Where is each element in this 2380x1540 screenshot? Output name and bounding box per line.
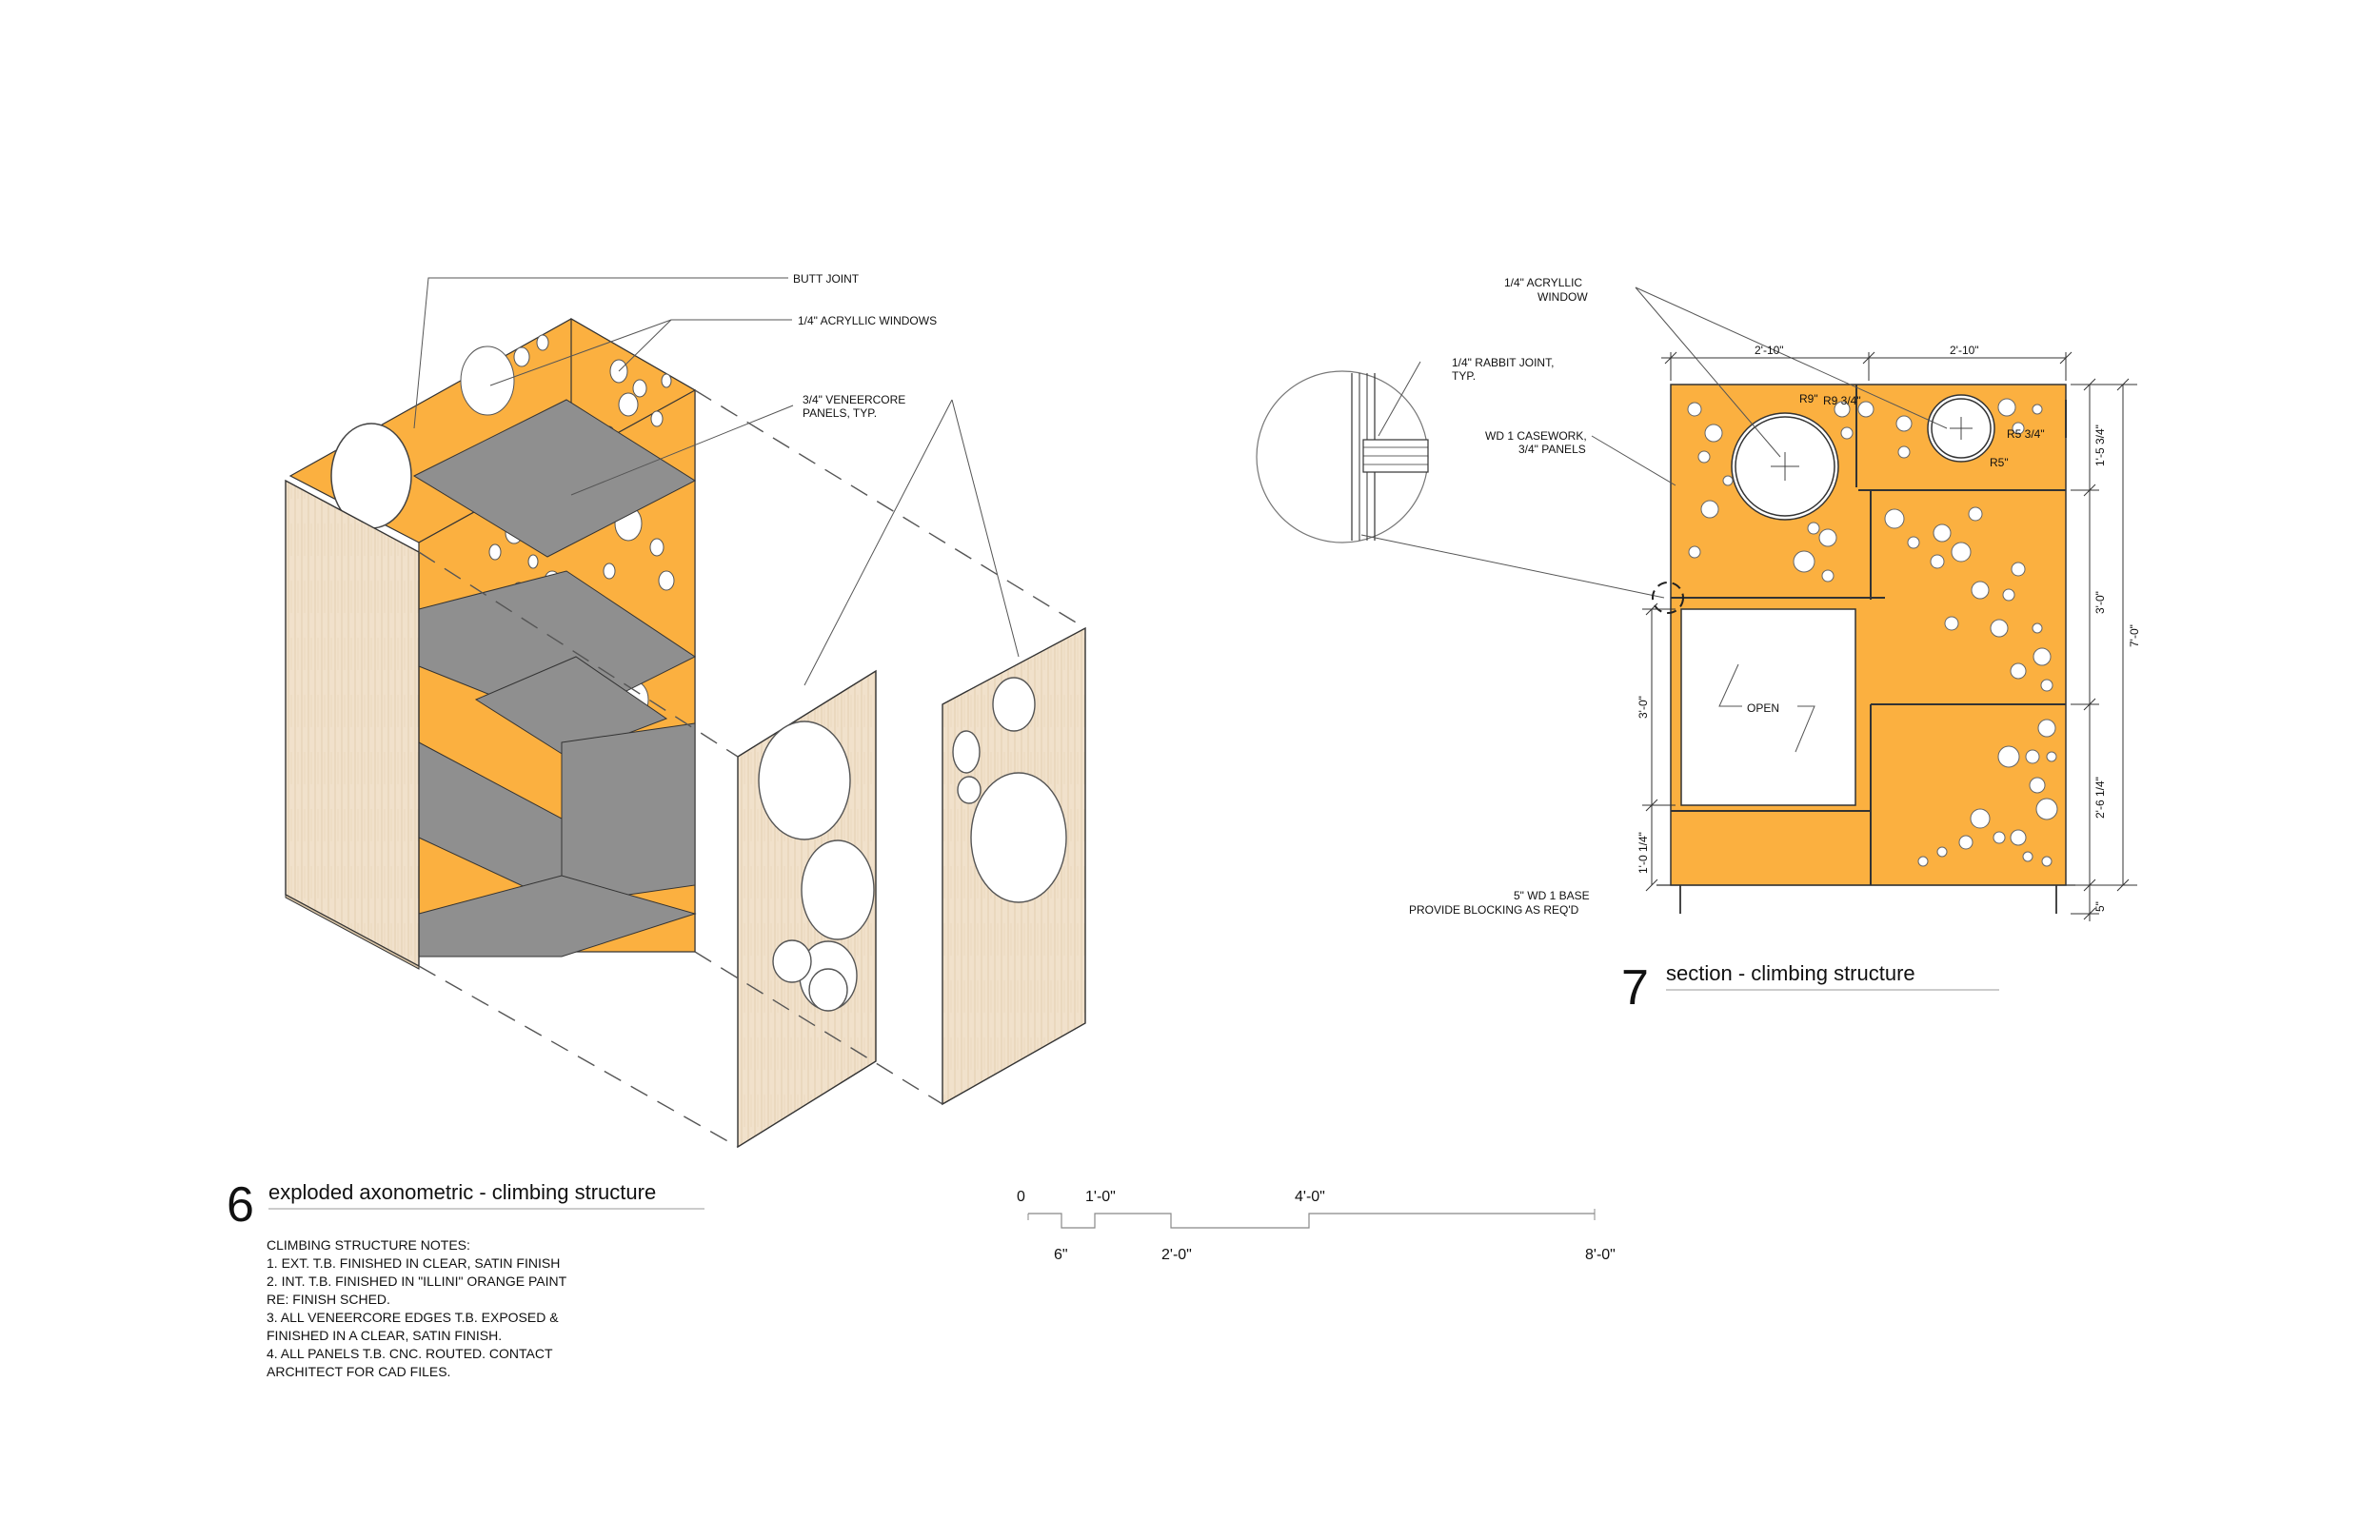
label-veneercore-1: 3/4" VENEERCORE xyxy=(803,393,905,406)
section-dims-right xyxy=(2071,378,2137,921)
scale-label-6in: 6" xyxy=(1054,1247,1068,1263)
dim-overall: 7'-0" xyxy=(2128,624,2141,647)
note-line: 3. ALL VENEERCORE EDGES T.B. EXPOSED & xyxy=(267,1310,559,1325)
note-line: 4. ALL PANELS T.B. CNC. ROUTED. CONTACT xyxy=(267,1346,553,1361)
label-casework-2: 3/4" PANELS xyxy=(1518,443,1586,456)
axo-annotations: BUTT JOINT 1/4" ACRYLLIC WINDOWS 3/4" VE… xyxy=(793,272,937,420)
rabbit-joint-detail xyxy=(1256,361,1665,599)
section-drawing: OPEN xyxy=(1256,286,2141,921)
note-line: RE: FINISH SCHED. xyxy=(267,1292,390,1307)
label-butt-joint: BUTT JOINT xyxy=(793,272,860,286)
top-shelf xyxy=(412,399,697,558)
drawing-number-7: 7 xyxy=(1621,960,1649,1016)
dim-right-4: 5" xyxy=(2093,901,2107,912)
label-rabbit-joint-2: TYP. xyxy=(1452,369,1476,383)
scale-label-0: 0 xyxy=(1017,1189,1025,1205)
section-title: section - climbing structure xyxy=(1666,961,1915,985)
axonometric-drawing xyxy=(285,277,1086,1149)
bottom-cubby-right xyxy=(561,722,696,905)
dim-left-open: 3'-0" xyxy=(1636,696,1650,719)
axo-title: exploded axonometric - climbing structur… xyxy=(268,1180,656,1204)
climbing-structure-notes: CLIMBING STRUCTURE NOTES: 1. EXT. T.B. F… xyxy=(267,1237,567,1379)
label-r5: R5" xyxy=(1990,456,2009,469)
scale-label-2ft: 2'-0" xyxy=(1161,1247,1192,1263)
note-line: 1. EXT. T.B. FINISHED IN CLEAR, SATIN FI… xyxy=(267,1255,560,1271)
side-panel xyxy=(285,479,420,968)
label-r9: R9" xyxy=(1799,392,1818,405)
back-wall-holes xyxy=(460,334,675,720)
label-veneercore-2: PANELS, TYP. xyxy=(803,406,877,420)
label-casework-1: WD 1 CASEWORK, xyxy=(1485,429,1587,443)
note-line: FINISHED IN A CLEAR, SATIN FINISH. xyxy=(267,1328,502,1343)
dim-left-low: 1'-0 1/4" xyxy=(1636,832,1650,874)
lower-shelf xyxy=(474,656,668,758)
section-dims-top xyxy=(1661,351,2073,381)
label-base-1: 5" WD 1 BASE xyxy=(1514,889,1590,902)
dim-right-2: 3'-0" xyxy=(2093,591,2107,614)
notes-heading: CLIMBING STRUCTURE NOTES: xyxy=(267,1237,470,1253)
dim-right-1: 1'-5 3/4" xyxy=(2093,424,2107,466)
graphic-scale-bar: 0 1'-0" 4'-0" 6" 2'-0" 8'-0" xyxy=(1017,1189,1616,1263)
label-r9-34: R9 3/4" xyxy=(1823,394,1861,407)
section-dims-left xyxy=(1642,602,1676,892)
scale-label-8ft: 8'-0" xyxy=(1585,1247,1616,1263)
dim-right-3: 2'-6 1/4" xyxy=(2093,777,2107,819)
drawing-number-6: 6 xyxy=(227,1177,254,1233)
section-holes xyxy=(1687,398,2058,867)
label-acrylic-window-1: 1/4" ACRYLLIC xyxy=(1504,276,1582,289)
dim-top-right: 2'-10" xyxy=(1950,344,1979,357)
scale-label-4ft: 4'-0" xyxy=(1295,1189,1325,1205)
label-r5-34: R5 3/4" xyxy=(2007,427,2045,441)
panel-1-holes xyxy=(758,721,875,1012)
label-acrylic-windows: 1/4" ACRYLLIC WINDOWS xyxy=(798,314,937,327)
axo-title-block: 6 exploded axonometric - climbing struct… xyxy=(227,1177,704,1233)
note-line: 2. INT. T.B. FINISHED IN "ILLINI" ORANGE… xyxy=(267,1273,567,1289)
label-rabbit-joint-1: 1/4" RABBIT JOINT, xyxy=(1452,356,1554,369)
open-cubby xyxy=(1680,608,1856,806)
label-acrylic-window-2: WINDOW xyxy=(1537,290,1588,304)
dim-top-left: 2'-10" xyxy=(1755,344,1784,357)
label-base-2: PROVIDE BLOCKING AS REQ'D xyxy=(1409,903,1579,917)
section-title-block: 7 section - climbing structure xyxy=(1621,960,1999,1016)
note-line: ARCHITECT FOR CAD FILES. xyxy=(267,1364,450,1379)
side-panel-edge xyxy=(285,894,420,970)
open-label: OPEN xyxy=(1747,701,1779,715)
scale-label-1ft: 1'-0" xyxy=(1085,1189,1116,1205)
section-annotations: 1/4" ACRYLLIC WINDOW 1/4" RABBIT JOINT, … xyxy=(1409,276,2045,917)
panel-2-holes xyxy=(952,677,1067,903)
section-dividers xyxy=(1671,385,2067,885)
